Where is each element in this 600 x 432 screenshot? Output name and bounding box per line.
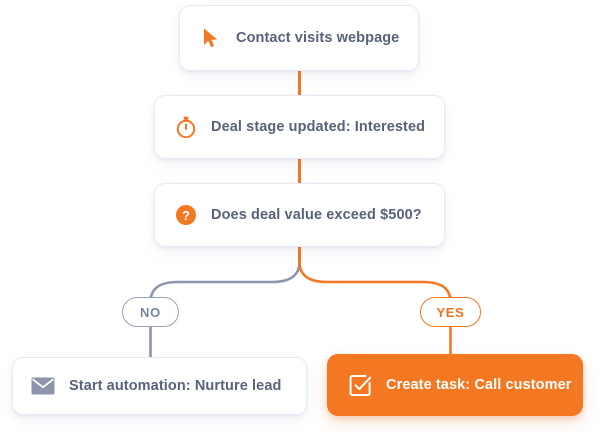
envelope-icon xyxy=(31,377,55,395)
branch-label-text: NO xyxy=(140,304,161,320)
branch-label-yes[interactable]: YES xyxy=(420,297,481,327)
svg-text:?: ? xyxy=(182,208,190,223)
connector-branch-yes xyxy=(298,260,452,303)
node-create-task-call-customer[interactable]: Create task: Call customer xyxy=(327,354,583,416)
node-contact-visits-webpage[interactable]: Contact visits webpage xyxy=(179,5,419,71)
cursor-arrow-icon xyxy=(200,27,222,49)
branch-label-no[interactable]: NO xyxy=(122,297,179,327)
question-mark-icon: ? xyxy=(175,204,197,226)
connector-branch-no xyxy=(149,260,301,303)
branch-label-text: YES xyxy=(436,304,465,320)
node-start-automation-nurture-lead[interactable]: Start automation: Nurture lead xyxy=(12,357,307,415)
node-label: Start automation: Nurture lead xyxy=(69,378,282,394)
node-deal-stage-updated[interactable]: Deal stage updated: Interested xyxy=(154,95,445,159)
node-decision-deal-value[interactable]: ? Does deal value exceed $500? xyxy=(154,183,445,247)
node-label: Deal stage updated: Interested xyxy=(211,119,426,135)
stopwatch-icon xyxy=(175,116,197,138)
node-label: Contact visits webpage xyxy=(236,30,400,46)
checkbox-check-icon xyxy=(348,374,372,397)
node-label: Create task: Call customer xyxy=(386,377,572,393)
node-label: Does deal value exceed $500? xyxy=(211,207,422,223)
